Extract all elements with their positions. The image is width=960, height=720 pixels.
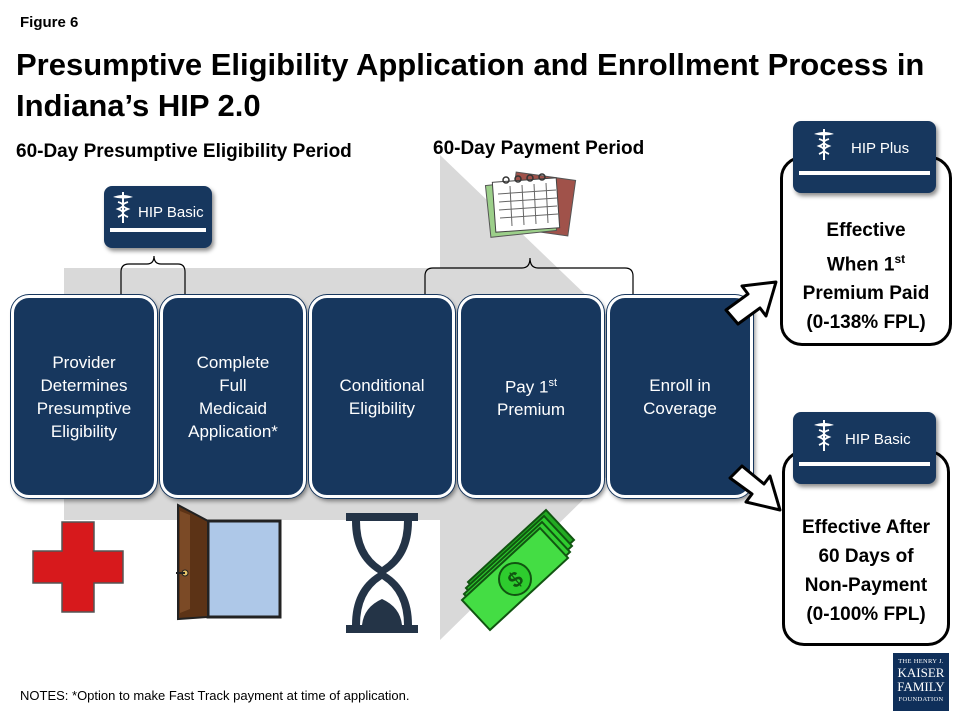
kaiser-logo: THE HENRY J. KAISER FAMILY FOUNDATION <box>893 653 949 711</box>
notes-text: NOTES: *Option to make Fast Track paymen… <box>20 688 410 703</box>
logo-line3: FAMILY <box>897 679 945 694</box>
caduceus-icon <box>814 420 834 451</box>
hip-plus-line4: (0-138% FPL) <box>806 312 926 334</box>
step-4-text-b: Premium <box>496 400 565 420</box>
hip-basic-badge-top: HIP Basic <box>104 186 212 248</box>
payment-period-label: 60-Day Payment Period <box>433 138 645 159</box>
step-4-sup: st <box>548 376 558 389</box>
figure-label: Figure 6 <box>20 14 79 31</box>
page-title: Presumptive Eligibility Application and … <box>16 47 925 123</box>
hip-basic-line1: Effective After <box>801 517 931 538</box>
step-1-text: Provider Determines Presumptive Eligibil… <box>36 352 132 441</box>
step-provider-determines: Provider Determines Presumptive Eligibil… <box>11 295 157 498</box>
step-2-text: Complete Full Medicaid Application* <box>188 352 278 441</box>
step-5-text: Enroll in Coverage <box>643 375 717 418</box>
hip-plus-line2: When 1st <box>783 245 949 279</box>
logo-line1: THE HENRY J. <box>898 658 944 665</box>
outcome-arrow-icon <box>724 280 778 326</box>
open-door-icon <box>176 503 282 621</box>
caduceus-icon <box>814 129 834 160</box>
step-3-text: Conditional Eligibility <box>339 375 425 418</box>
presumptive-period-label: 60-Day Presumptive Eligibility Period <box>16 141 352 162</box>
step-conditional-eligibility: Conditional Eligibility <box>309 295 455 498</box>
hip-basic-line4: (0-100% FPL) <box>806 604 926 625</box>
badge-divider <box>110 228 206 232</box>
hip-plus-badge-label: HIP Plus <box>851 140 910 157</box>
hip-basic-line3: Non-Payment <box>804 575 928 596</box>
badge-divider <box>799 171 930 175</box>
hip-plus-badge: HIP Plus <box>793 121 936 193</box>
hip-basic-line2: 60 Days of <box>818 546 914 567</box>
outcome-arrow-icon <box>728 464 782 512</box>
money-icon: $ <box>460 508 576 632</box>
caduceus-icon <box>113 192 133 223</box>
step-enroll-coverage: Enroll in Coverage <box>607 295 753 498</box>
hip-basic-badge-label: HIP Basic <box>138 204 204 221</box>
logo-line4: FOUNDATION <box>898 696 944 703</box>
step-complete-application: Complete Full Medicaid Application* <box>160 295 306 498</box>
logo-line2: KAISER <box>897 665 945 680</box>
hip-plus-line2-sup: st <box>894 252 906 266</box>
hip-plus-line3: Premium Paid <box>802 283 930 305</box>
hip-basic-badge-bottom-label: HIP Basic <box>845 431 911 448</box>
hip-plus-line1: Effective <box>826 220 906 241</box>
hip-plus-line2-text: When 1 <box>826 254 895 276</box>
hourglass-icon <box>346 513 418 633</box>
badge-divider <box>799 462 930 466</box>
red-cross-icon <box>32 521 124 613</box>
calendar-icon <box>484 171 577 238</box>
hip-basic-badge-bottom: HIP Basic <box>793 412 936 484</box>
step-4-text-a: Pay 1 <box>504 377 549 397</box>
